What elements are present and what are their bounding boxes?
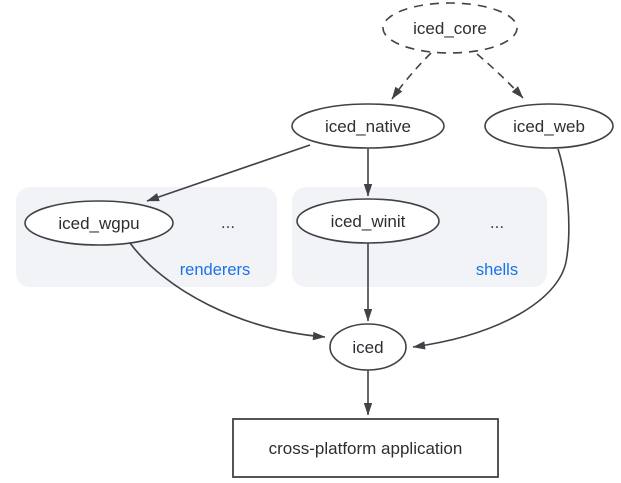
- shells-ellipsis: ...: [490, 213, 504, 232]
- edge-core-to-native: [391, 52, 432, 100]
- node-app-label: cross-platform application: [269, 439, 463, 458]
- node-iced-wgpu-label: iced_wgpu: [58, 214, 139, 233]
- node-app-shape: [232, 418, 499, 478]
- shells-group-label: shells: [476, 261, 518, 279]
- node-iced-label: iced: [352, 338, 383, 357]
- node-iced-winit-shape: [296, 198, 440, 244]
- node-iced-core-shape: [382, 2, 518, 54]
- node-iced-web-shape: [484, 103, 614, 149]
- node-iced-core-label: iced_core: [413, 19, 487, 38]
- edge-wgpu-to-iced: [129, 242, 326, 341]
- edge-web-to-iced: [412, 148, 570, 350]
- renderers-group-label: renderers: [180, 261, 251, 279]
- node-iced-native-shape: [291, 103, 445, 149]
- node-iced-web-label: iced_web: [513, 117, 585, 136]
- node-iced-shape: [329, 323, 407, 371]
- node-iced-wgpu-shape: [24, 200, 174, 246]
- edge-core-to-web: [476, 53, 524, 99]
- renderers-ellipsis: ...: [221, 213, 235, 232]
- node-iced-native-label: iced_native: [325, 117, 411, 136]
- node-iced-winit-label: iced_winit: [331, 212, 406, 231]
- edge-native-to-wgpu: [146, 144, 311, 202]
